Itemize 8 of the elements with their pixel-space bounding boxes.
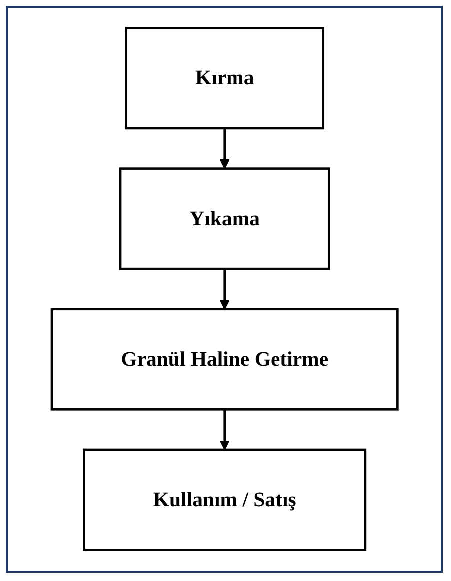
- page-frame: Kırma Yıkama Granül Haline Getirme Kullanım / Satış: [6, 6, 443, 573]
- node-box: [119, 168, 330, 270]
- arrow: [219, 410, 230, 451]
- arrow: [219, 128, 230, 170]
- node-box: [50, 308, 398, 412]
- node-box: [124, 27, 324, 130]
- arrow: [219, 269, 230, 310]
- node-box: [82, 449, 366, 552]
